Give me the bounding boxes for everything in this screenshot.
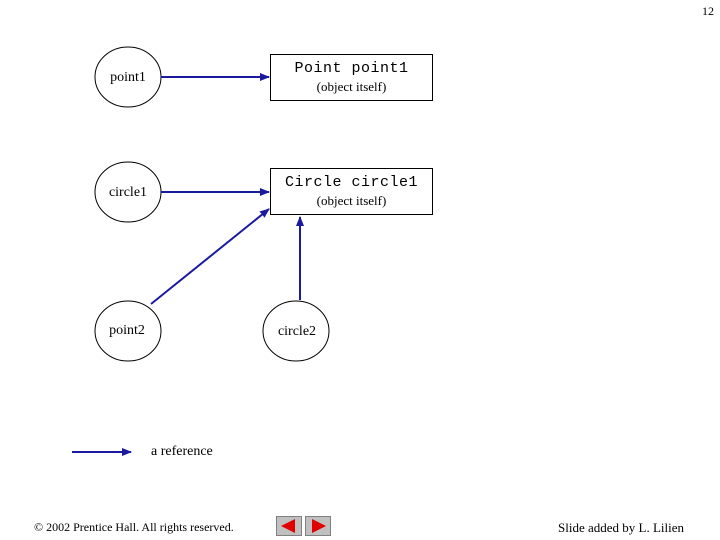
circle2-label: circle2 (277, 324, 317, 339)
point2-label: point2 (109, 323, 145, 338)
slide-credit: Slide added by L. Lilien (558, 520, 685, 535)
left-arrow-icon (281, 519, 295, 533)
point-object-box: Point point1 (object itself) (270, 54, 433, 101)
next-slide-button[interactable] (305, 516, 331, 536)
circle2-circle (262, 300, 330, 362)
circle-object-subtitle: (object itself) (316, 193, 387, 208)
right-arrow-icon (312, 519, 326, 533)
point-object-subtitle: (object itself) (316, 79, 387, 94)
point-object-title: Point point1 (294, 60, 409, 77)
page-number: 12 (702, 4, 714, 18)
point2-circle (94, 300, 162, 362)
legend-label: a reference (151, 444, 213, 459)
point1-label: point1 (110, 70, 146, 85)
circle1-label: circle1 (108, 185, 148, 200)
circle-object-box: Circle circle1 (object itself) (270, 168, 433, 215)
copyright-text: © 2002 Prentice Hall. All rights reserve… (34, 520, 234, 534)
circle-object-title: Circle circle1 (284, 174, 419, 191)
point2-reference-arrow (150, 208, 270, 305)
previous-slide-button[interactable] (276, 516, 302, 536)
